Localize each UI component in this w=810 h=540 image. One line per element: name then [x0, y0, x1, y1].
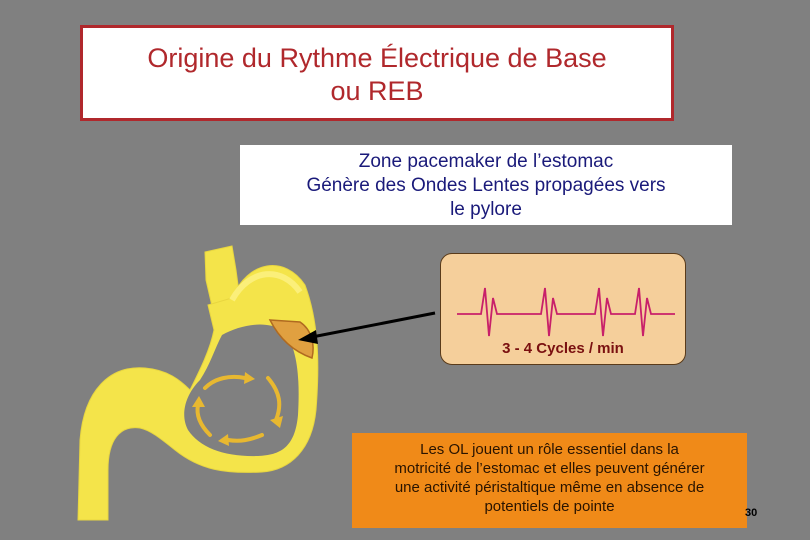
pointer-arrow-line	[311, 311, 436, 339]
ecg-trace-line	[457, 287, 675, 337]
arrowhead-4	[192, 396, 205, 407]
title-line-1: Origine du Rythme Électrique de Base	[147, 43, 607, 73]
fundus-highlight-shape	[229, 271, 303, 302]
peristalsis-arrow-4	[195, 403, 212, 437]
arrowhead-1	[244, 372, 255, 384]
pacemaker-zone-shape	[268, 319, 314, 359]
title-line-2: ou REB	[330, 76, 424, 106]
peristalsis-arrow-2	[266, 376, 282, 422]
peristalsis-arrow-3	[226, 433, 264, 443]
pointer-arrowhead	[298, 330, 318, 344]
page-number: 30	[745, 507, 758, 519]
ecg-trace	[457, 287, 675, 337]
cycles-per-minute-label: 3 - 4 Cycles / min	[502, 340, 624, 357]
title-box: Origine du Rythme Électrique de Base ou …	[80, 25, 674, 121]
zone-line-2: Génère des Ondes Lentes propagées vers	[306, 175, 666, 196]
stomach-cavity-shape	[184, 324, 299, 457]
pacemaker-zone-caption: Zone pacemaker de l’estomac Génère des O…	[240, 145, 732, 225]
note-line-3: une activité péristaltique même en absen…	[394, 479, 705, 496]
peristalsis-arrow-1	[203, 374, 247, 390]
note-line-4: potentiels de pointe	[484, 498, 615, 515]
note-line-2: motricité de l’estomac et elles peuvent …	[394, 460, 705, 477]
slow-wave-note: Les OL jouent un rôle essentiel dans la …	[352, 433, 747, 528]
slow-wave-trace-box: 3 - 4 Cycles / min	[440, 253, 686, 365]
peristalsis-arrows	[195, 374, 282, 443]
peristalsis-arrowheads	[192, 372, 283, 446]
note-line-1: Les OL jouent un rôle essentiel dans la	[420, 441, 679, 458]
arrowhead-2	[270, 416, 283, 428]
zone-line-1: Zone pacemaker de l’estomac	[358, 151, 614, 172]
arrowhead-3	[218, 434, 229, 446]
zone-line-3: le pylore	[450, 199, 522, 220]
